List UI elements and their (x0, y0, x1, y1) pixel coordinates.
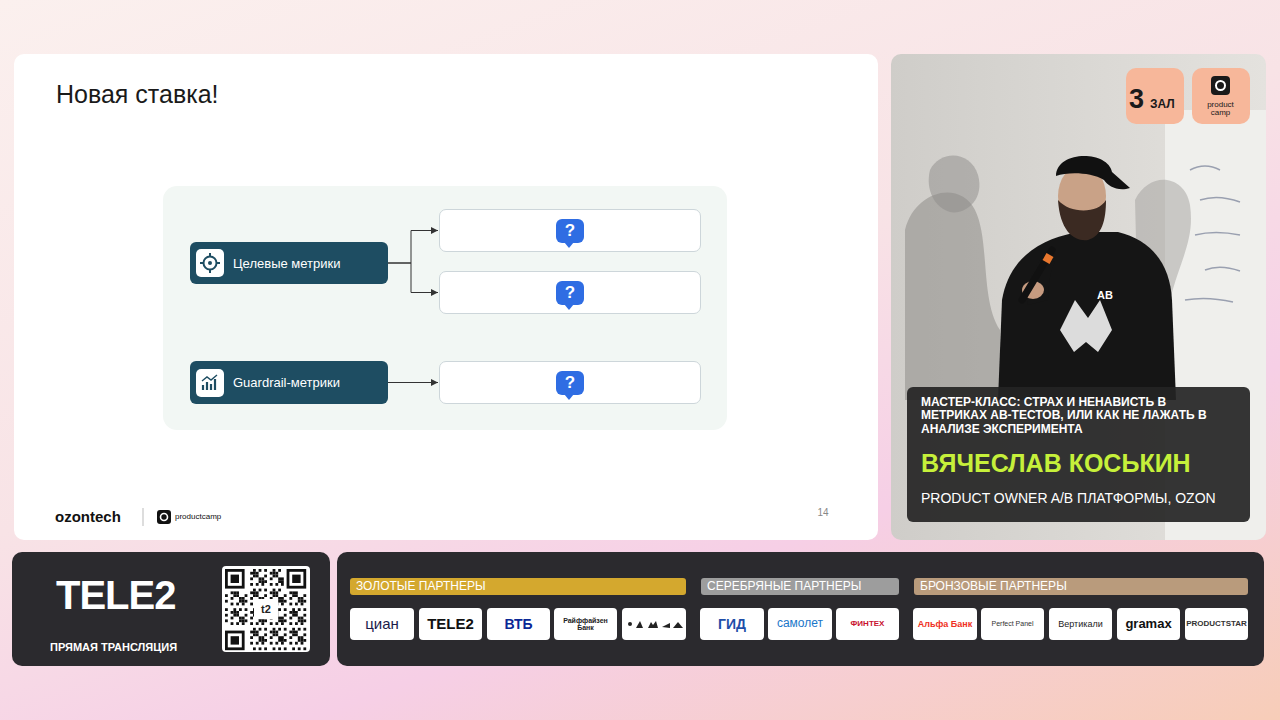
metric-group-box: Целевые метрики (190, 242, 388, 284)
talk-title: МАСТЕР-КЛАСС: СТРАХ И НЕНАВИСТЬ В МЕТРИК… (921, 396, 1226, 436)
partner-logo: ФИНТЕХ (836, 608, 899, 640)
connector-arrow (388, 231, 438, 264)
qr-code (225, 569, 306, 650)
hall-number: 3 (1129, 84, 1151, 116)
question-bubble: ? (556, 281, 584, 305)
productcamp-icon (157, 510, 171, 524)
badge-logo-text: product camp (1200, 98, 1241, 120)
partner-logo: циан (350, 608, 414, 640)
partner-logo (628, 621, 683, 628)
placeholder-box: ? (439, 361, 701, 404)
hall-label: ЗАЛ (1150, 97, 1184, 113)
placeholder-box: ? (439, 209, 701, 252)
slide-title: Новая ставка! (56, 80, 219, 109)
node-label: Целевые метрики (233, 256, 340, 271)
logo-text: productcamp (175, 511, 239, 523)
connector-arrow (388, 263, 438, 293)
partner-logo: Perfect Panel (981, 608, 1044, 640)
node-label: Guardrail-метрики (233, 375, 340, 390)
brand-logo: TELE2 (56, 572, 206, 618)
speaker-name: ВЯЧЕСЛАВ КОСЬКИН (921, 449, 1246, 478)
partner-logo: TELE2 (419, 608, 482, 640)
logo-text: ozontech (55, 508, 139, 526)
productcamp-icon (161, 514, 168, 521)
partner-logo: Вертикали (1049, 608, 1112, 640)
partner-logo: Альфа Банк (913, 608, 977, 640)
partner-logo: PRODUCTSTAR (1185, 608, 1248, 640)
partners-panel (337, 552, 1264, 666)
slide-panel (14, 54, 878, 540)
placeholder-box: ? (439, 271, 701, 314)
diagram-panel (163, 186, 727, 430)
partner-logo: Райффайзен Банк (554, 608, 617, 640)
page-number: 14 (808, 506, 838, 520)
question-bubble: ? (556, 371, 584, 395)
question-bubble: ? (556, 219, 584, 243)
section-header: СЕРЕБРЯНЫЕ ПАРТНЕРЫ (701, 578, 899, 595)
partner-logo: ВТБ (487, 608, 550, 640)
metric-icon (196, 249, 224, 277)
section-header: ЗОЛОТЫЕ ПАРТНЕРЫ (350, 578, 686, 595)
shirt-print: AB (1097, 288, 1123, 302)
speaker-role: PRODUCT OWNER A/B ПЛАТФОРМЫ, OZON (921, 490, 1246, 506)
section-header: БРОНЗОВЫЕ ПАРТНЕРЫ (914, 578, 1248, 595)
footer-separator (143, 508, 144, 526)
partner-tile (622, 608, 686, 640)
qr-center-text: t2 (254, 599, 278, 619)
partner-logo: ГИД (700, 608, 764, 640)
partner-logo: самолет (768, 608, 832, 640)
metric-group-box: Guardrail-метрики (190, 361, 388, 404)
connector-arrow (388, 382, 438, 383)
partner-logo: gramax (1117, 608, 1180, 640)
qr-code (222, 566, 310, 652)
metric-icon (196, 369, 224, 397)
stream-panel (12, 552, 330, 666)
stream-label: ПРЯМАЯ ТРАНСЛЯЦИЯ (50, 641, 220, 654)
speaker-photo (891, 54, 1266, 540)
